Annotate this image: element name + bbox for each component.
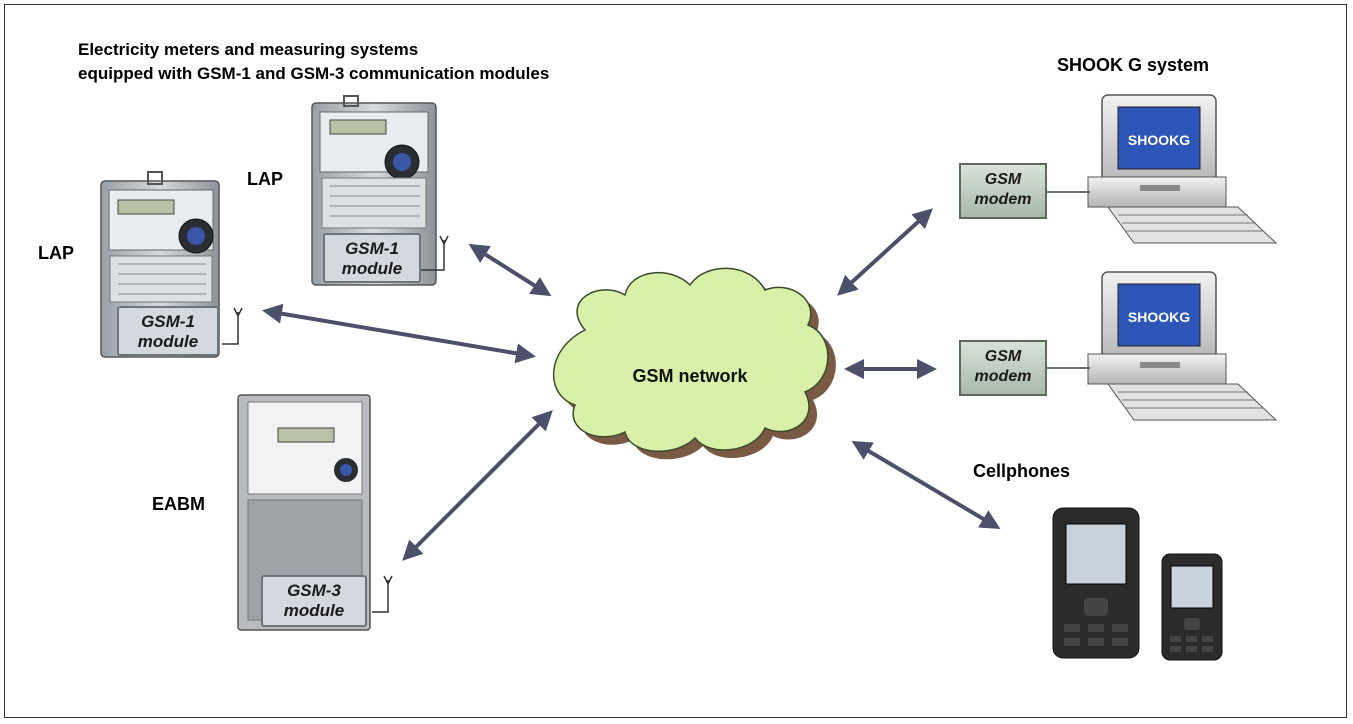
antenna-icon [222, 235, 449, 613]
connection-arrows [262, 208, 1001, 561]
system-title: SHOOK G system [1057, 55, 1210, 75]
arrow-modem-top [837, 208, 933, 296]
lap-left-label: LAP [38, 243, 74, 263]
lap-top-label: LAP [247, 169, 283, 189]
cellphones-label: Cellphones [973, 461, 1071, 481]
cellphone-icon [1052, 507, 1140, 659]
arrow-lap-left [262, 303, 536, 364]
computer-icon [1087, 271, 1278, 421]
eabm-meter [237, 394, 371, 631]
arrow-lap-top [468, 243, 552, 297]
gsm-modem-bottom: GSM modem [959, 340, 1047, 396]
network-label: GSM network [632, 366, 748, 386]
diagram-frame [4, 4, 1347, 718]
gsm-network-cloud [553, 267, 836, 460]
eabm-label: EABM [152, 494, 205, 514]
gsm1-module-top: GSM-1 module [323, 233, 421, 283]
screen-text: SHOOKG [1128, 132, 1190, 148]
gsm-modem-top: GSM modem [959, 163, 1047, 219]
gsm3-module: GSM-3 module [261, 575, 367, 627]
screen-text: SHOOKG [1128, 309, 1190, 325]
page-title: Electricity meters and measuring systems… [78, 40, 550, 83]
arrow-cellphones [851, 440, 1001, 530]
arrow-eabm [402, 410, 553, 561]
gsm1-module-left: GSM-1 module [117, 306, 219, 356]
cellphone-icon [1161, 553, 1223, 661]
computer-icon [1087, 94, 1278, 244]
